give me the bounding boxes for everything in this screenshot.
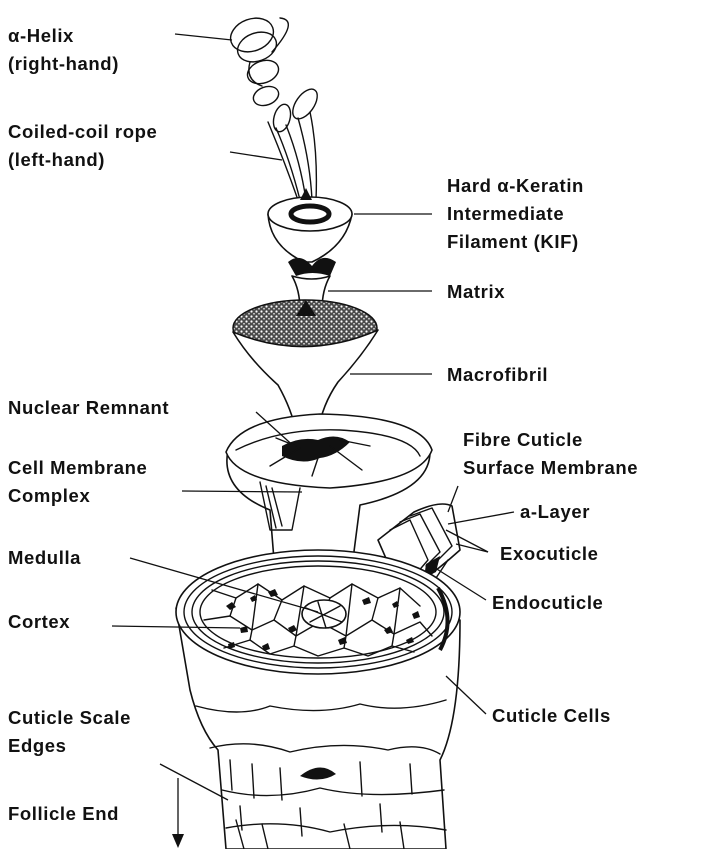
- label-endocuticle: Endocuticle: [492, 592, 603, 613]
- label-fibre-cuticle-2: Surface Membrane: [463, 457, 638, 478]
- label-matrix: Matrix: [447, 281, 505, 302]
- cross-section-drawing: [176, 550, 460, 849]
- label-cuticle-cells: Cuticle Cells: [492, 705, 611, 726]
- label-exocuticle: Exocuticle: [500, 543, 599, 564]
- label-kif-3: Filament (KIF): [447, 231, 579, 252]
- follicle-arrow-head: [172, 834, 184, 848]
- label-left-hand: (left-hand): [8, 149, 105, 170]
- label-medulla: Medulla: [8, 547, 81, 568]
- label-follicle-end: Follicle End: [8, 803, 119, 824]
- label-kif-1: Hard α-Keratin: [447, 175, 584, 196]
- alpha-helix-drawing: [226, 12, 288, 108]
- leader-exocuticle-2: [456, 544, 488, 552]
- kif-funnel-drawing: [268, 188, 352, 262]
- leader-cuticle-scale: [160, 764, 228, 800]
- label-cmc-2: Complex: [8, 485, 90, 506]
- macrofibril-drawing: [233, 300, 378, 432]
- label-a-layer: a-Layer: [520, 501, 590, 522]
- label-kif-2: Intermediate: [447, 203, 564, 224]
- leader-alpha-helix: [175, 34, 232, 40]
- leader-a-layer: [448, 512, 514, 524]
- label-cortex: Cortex: [8, 611, 70, 632]
- label-right-hand: (right-hand): [8, 53, 119, 74]
- label-cuticle-scale-2: Edges: [8, 735, 67, 756]
- leader-coiled-coil: [230, 152, 282, 160]
- label-macrofibril: Macrofibril: [447, 364, 548, 385]
- label-alpha-helix: α-Helix: [8, 25, 74, 46]
- label-coiled-coil: Coiled-coil rope: [8, 121, 157, 142]
- label-cuticle-scale-1: Cuticle Scale: [8, 707, 131, 728]
- label-cmc-1: Cell Membrane: [8, 457, 147, 478]
- label-nuclear-remnant: Nuclear Remnant: [8, 397, 169, 418]
- label-fibre-cuticle-1: Fibre Cuticle: [463, 429, 583, 450]
- coiled-coil-rope-drawing: [268, 85, 322, 200]
